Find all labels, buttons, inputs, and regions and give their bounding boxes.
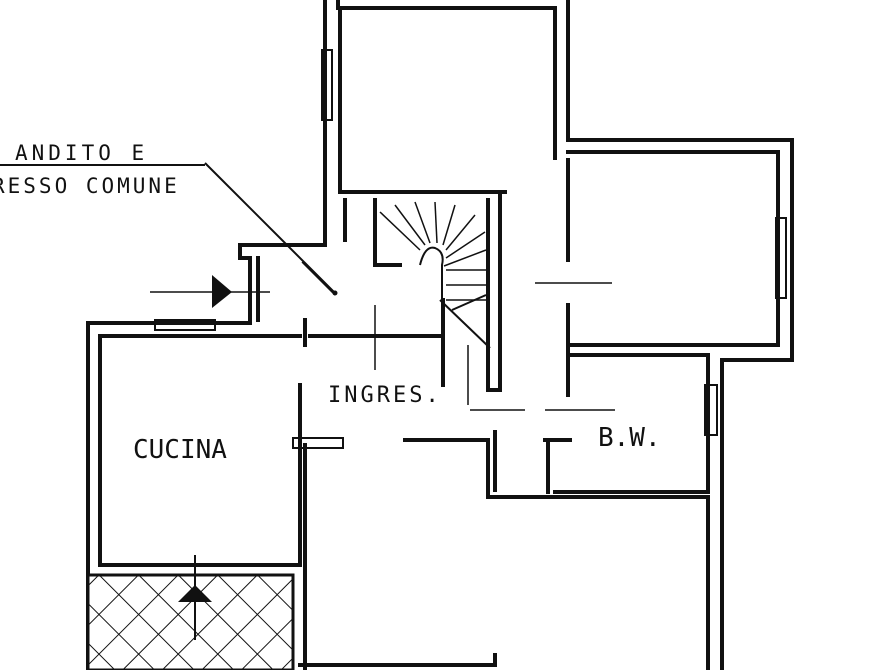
upper-room (238, 0, 794, 362)
window-upper-room (321, 49, 333, 121)
label-bagno: B.W. (598, 423, 661, 453)
staircase (343, 190, 502, 405)
entrance-hall (298, 358, 724, 670)
label-andito: ANDITO E (15, 141, 148, 165)
entrance-arrow-icon (212, 275, 232, 308)
label-ingresso: INGRES. (328, 383, 442, 408)
bathroom (493, 353, 710, 494)
window-kitchen (154, 319, 216, 331)
right-room (535, 150, 787, 397)
common-landing (0, 162, 376, 370)
leader-line (204, 162, 336, 294)
label-cucina: CUCINA (133, 435, 227, 465)
kitchen (86, 319, 442, 670)
label-ingresso-comune: RESSO COMUNE (0, 174, 180, 198)
terrace (86, 555, 295, 670)
window-right-room (775, 217, 787, 299)
